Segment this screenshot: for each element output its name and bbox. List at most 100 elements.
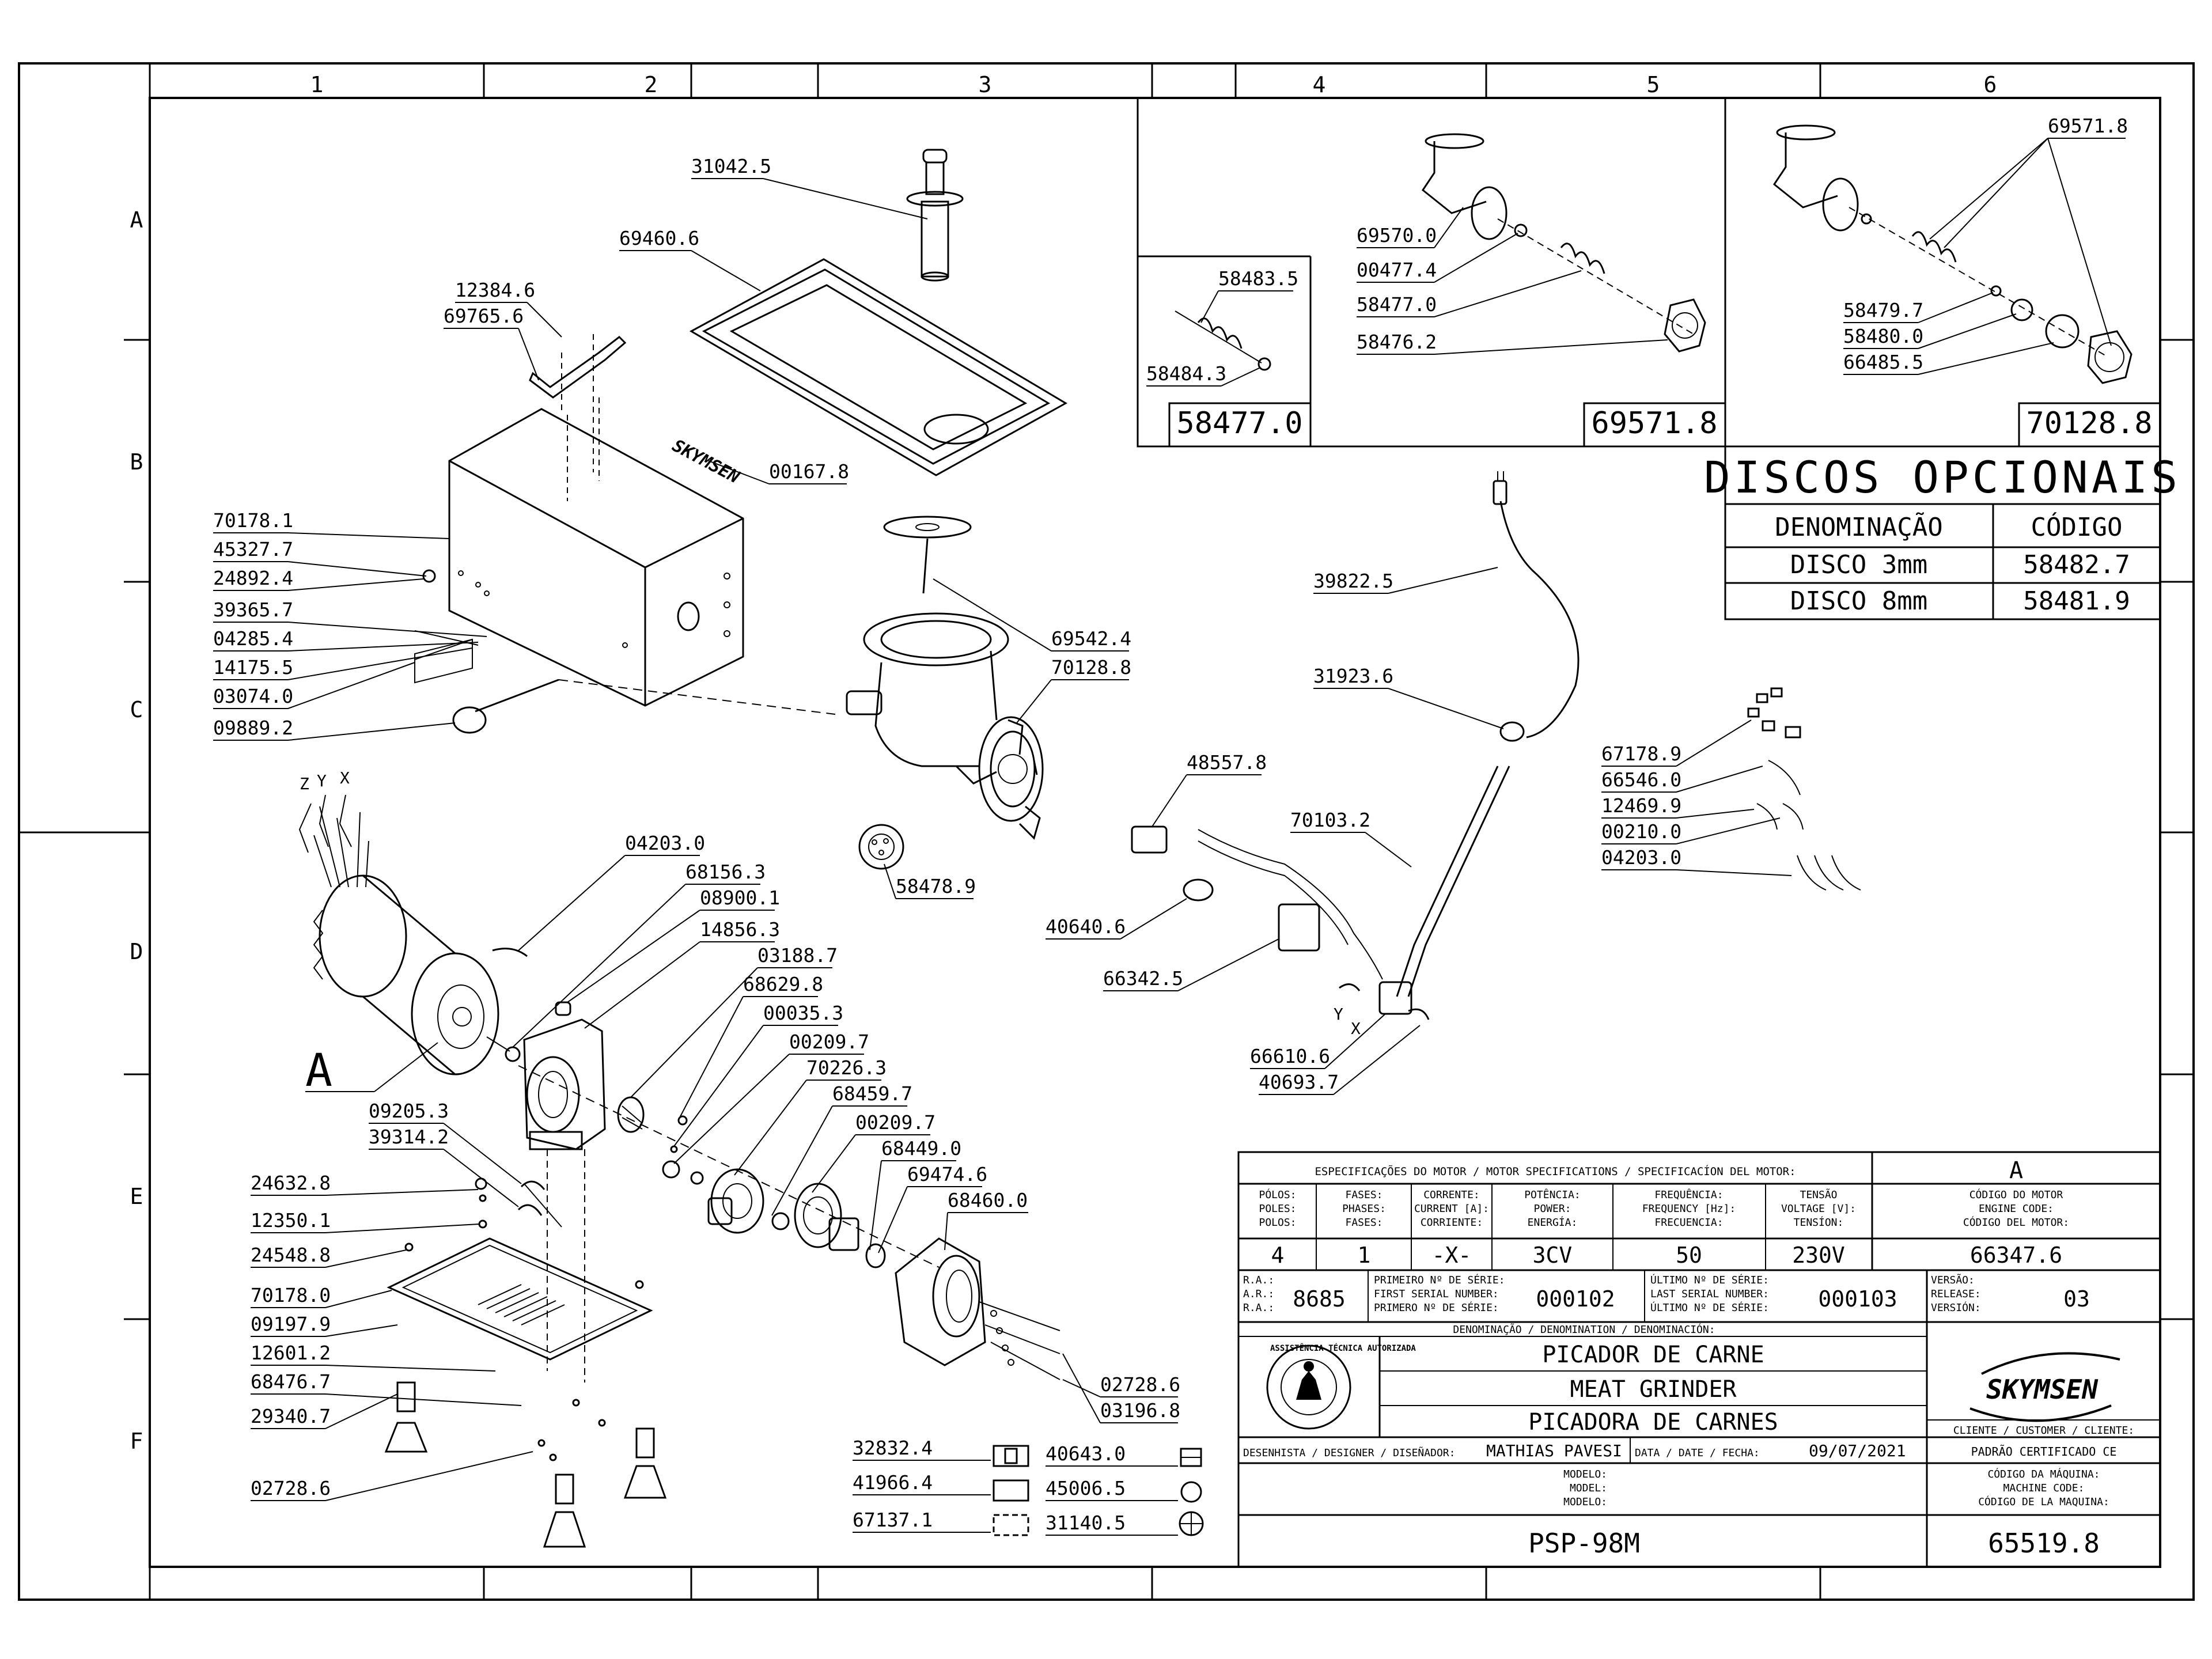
part-label: 69571.8	[2048, 115, 2128, 137]
model-label: MODEL:	[1570, 1482, 1607, 1494]
part-label: 12469.9	[1601, 794, 1681, 817]
version-label: VERSÃO:	[1931, 1274, 1975, 1286]
part-label: 70128.8	[1051, 656, 1131, 679]
plate-disc-part	[858, 824, 904, 870]
kit-58477-label: 58477.0	[1176, 406, 1302, 441]
part-label: 48557.8	[1187, 751, 1267, 774]
ra-label: R.A.:	[1243, 1302, 1274, 1314]
part-label: 58484.3	[1146, 362, 1226, 385]
axis-label-z: Z	[300, 774, 309, 793]
part-label: 69460.6	[619, 227, 699, 249]
part-label: 14856.3	[700, 918, 780, 941]
motor-code-header: ENGINE CODE:	[1979, 1203, 2054, 1215]
gearbox-cover-part	[895, 1237, 1060, 1380]
ra-label: R.A.:	[1243, 1274, 1274, 1286]
version-label: VERSIÓN:	[1931, 1301, 1981, 1314]
part-label: 31042.5	[691, 155, 771, 177]
first-serial-label: FIRST SERIAL NUMBER:	[1374, 1288, 1499, 1300]
discs-header-code: CÓDIGO	[2031, 512, 2123, 542]
kit-panels: 58477.0 69571.8 70128.8	[1137, 97, 2177, 620]
part-label: 68156.3	[685, 861, 766, 883]
version-letter: A	[2009, 1157, 2023, 1184]
switch-part	[1183, 878, 1214, 902]
part-label: 12384.6	[455, 279, 535, 301]
part-label: 66485.5	[1843, 351, 1923, 373]
part-label: 40643.0	[1046, 1442, 1126, 1465]
part-label: 03074.0	[213, 685, 293, 707]
spec-voltage-value: 230V	[1792, 1243, 1845, 1268]
part-label: 12350.1	[251, 1209, 331, 1232]
spec-header-line: VOLTAGE [V]:	[1781, 1203, 1856, 1215]
spec-header-line: TENSÍON:	[1794, 1216, 1844, 1229]
client-value: PADRÃO CERTIFICADO CE	[1971, 1445, 2117, 1459]
spec-header-line: POTÊNCIA:	[1524, 1188, 1581, 1201]
part-label: 58479.7	[1843, 299, 1923, 321]
disc-row-code: 58481.9	[2023, 586, 2130, 616]
part-label: 68449.0	[881, 1137, 961, 1160]
machine-code-label: CÓDIGO DA MÁQUINA:	[1987, 1468, 2100, 1480]
part-label: 00035.3	[763, 1002, 843, 1024]
brand-logo-text: SKYMSEN	[1986, 1374, 2099, 1405]
part-label: 70226.3	[806, 1056, 887, 1079]
spec-header-line: POLOS:	[1259, 1217, 1296, 1229]
part-label: 00167.8	[769, 460, 849, 483]
part-label: 00209.7	[789, 1031, 869, 1053]
part-label: 02728.6	[1100, 1373, 1180, 1396]
part-label: 69765.6	[444, 305, 524, 327]
kit1-auger	[1175, 310, 1271, 371]
optional-discs-table: DISCOS OPCIONAIS DENOMINAÇÃO CÓDIGO DISC…	[1704, 445, 2177, 620]
designer-value: MATHIAS PAVESI	[1486, 1441, 1622, 1460]
motor-code-value: 66347.6	[1970, 1243, 2062, 1268]
pusher-part	[906, 149, 964, 282]
motor-housing-part	[448, 397, 744, 707]
detail-a-label: A	[305, 1045, 332, 1097]
part-label: 12601.2	[251, 1342, 331, 1364]
part-label: 69542.4	[1051, 627, 1131, 650]
wire-label-y: Y	[1334, 1005, 1343, 1024]
kit3-parts	[1772, 124, 2133, 384]
client-label: CLIENTE / CUSTOMER / CLIENTE:	[1953, 1425, 2134, 1437]
spec-header-line: FRECUENCIA:	[1654, 1217, 1723, 1229]
foot-parts	[384, 1381, 667, 1548]
part-label: 09889.2	[213, 717, 293, 739]
part-label: 31923.6	[1313, 665, 1393, 687]
part-label: 66610.6	[1250, 1045, 1330, 1067]
wire-harness-part	[1396, 766, 1510, 997]
part-label: 32832.4	[853, 1437, 933, 1459]
denomination-label: DENOMINAÇÃO / DENOMINATION / DENOMINACIÓ…	[1453, 1323, 1715, 1336]
spec-header-line: CORRENTE:	[1423, 1189, 1480, 1201]
part-label: 58476.2	[1357, 331, 1437, 353]
date-label: DATA / DATE / FECHA:	[1635, 1447, 1760, 1459]
part-label: 03188.7	[757, 944, 838, 967]
part-label: 41966.4	[853, 1471, 933, 1494]
grid-col-6: 6	[1984, 72, 1997, 97]
part-label: 08900.1	[700, 887, 780, 909]
base-plate-part	[387, 1237, 653, 1361]
bracket-part	[529, 334, 627, 472]
part-label: 40693.7	[1259, 1071, 1339, 1093]
spec-header-line: POWER:	[1533, 1203, 1571, 1215]
part-label: 68459.7	[832, 1082, 912, 1105]
base-screws	[404, 1177, 644, 1461]
first-serial-label: PRIMERO Nº DE SÉRIE:	[1374, 1301, 1499, 1314]
part-label: 69474.6	[907, 1163, 987, 1185]
part-label: 69570.0	[1357, 224, 1437, 247]
skymsen-logo: SKYMSEN	[1969, 1352, 2120, 1422]
part-labels: 31042.5 69460.6 12384.6 69765.6 00167.8 …	[213, 115, 2128, 1536]
spec-current-value: -X-	[1432, 1243, 1472, 1268]
part-label: 31140.5	[1046, 1512, 1126, 1534]
spec-header-line: TENSÃO	[1800, 1188, 1837, 1201]
date-value: 09/07/2021	[1809, 1441, 1906, 1460]
machine-code-value: 65519.8	[1988, 1528, 2100, 1559]
spec-header-line: CURRENT [A]:	[1414, 1203, 1489, 1215]
part-label: 04285.4	[213, 627, 293, 650]
electrical-assembly	[1131, 471, 1861, 1020]
seal-text: ASSISTÊNCIA TÉCNICA AUTORIZADA	[1270, 1343, 1416, 1353]
cable-gland-part	[1499, 721, 1525, 742]
spec-header-line: FREQUÊNCIA:	[1654, 1188, 1723, 1201]
part-label: 39314.2	[369, 1126, 449, 1148]
authorized-service-seal: ASSISTÊNCIA TÉCNICA AUTORIZADA	[1266, 1343, 1416, 1430]
part-label: 68476.7	[251, 1370, 331, 1393]
axis-label-x: X	[340, 768, 350, 787]
